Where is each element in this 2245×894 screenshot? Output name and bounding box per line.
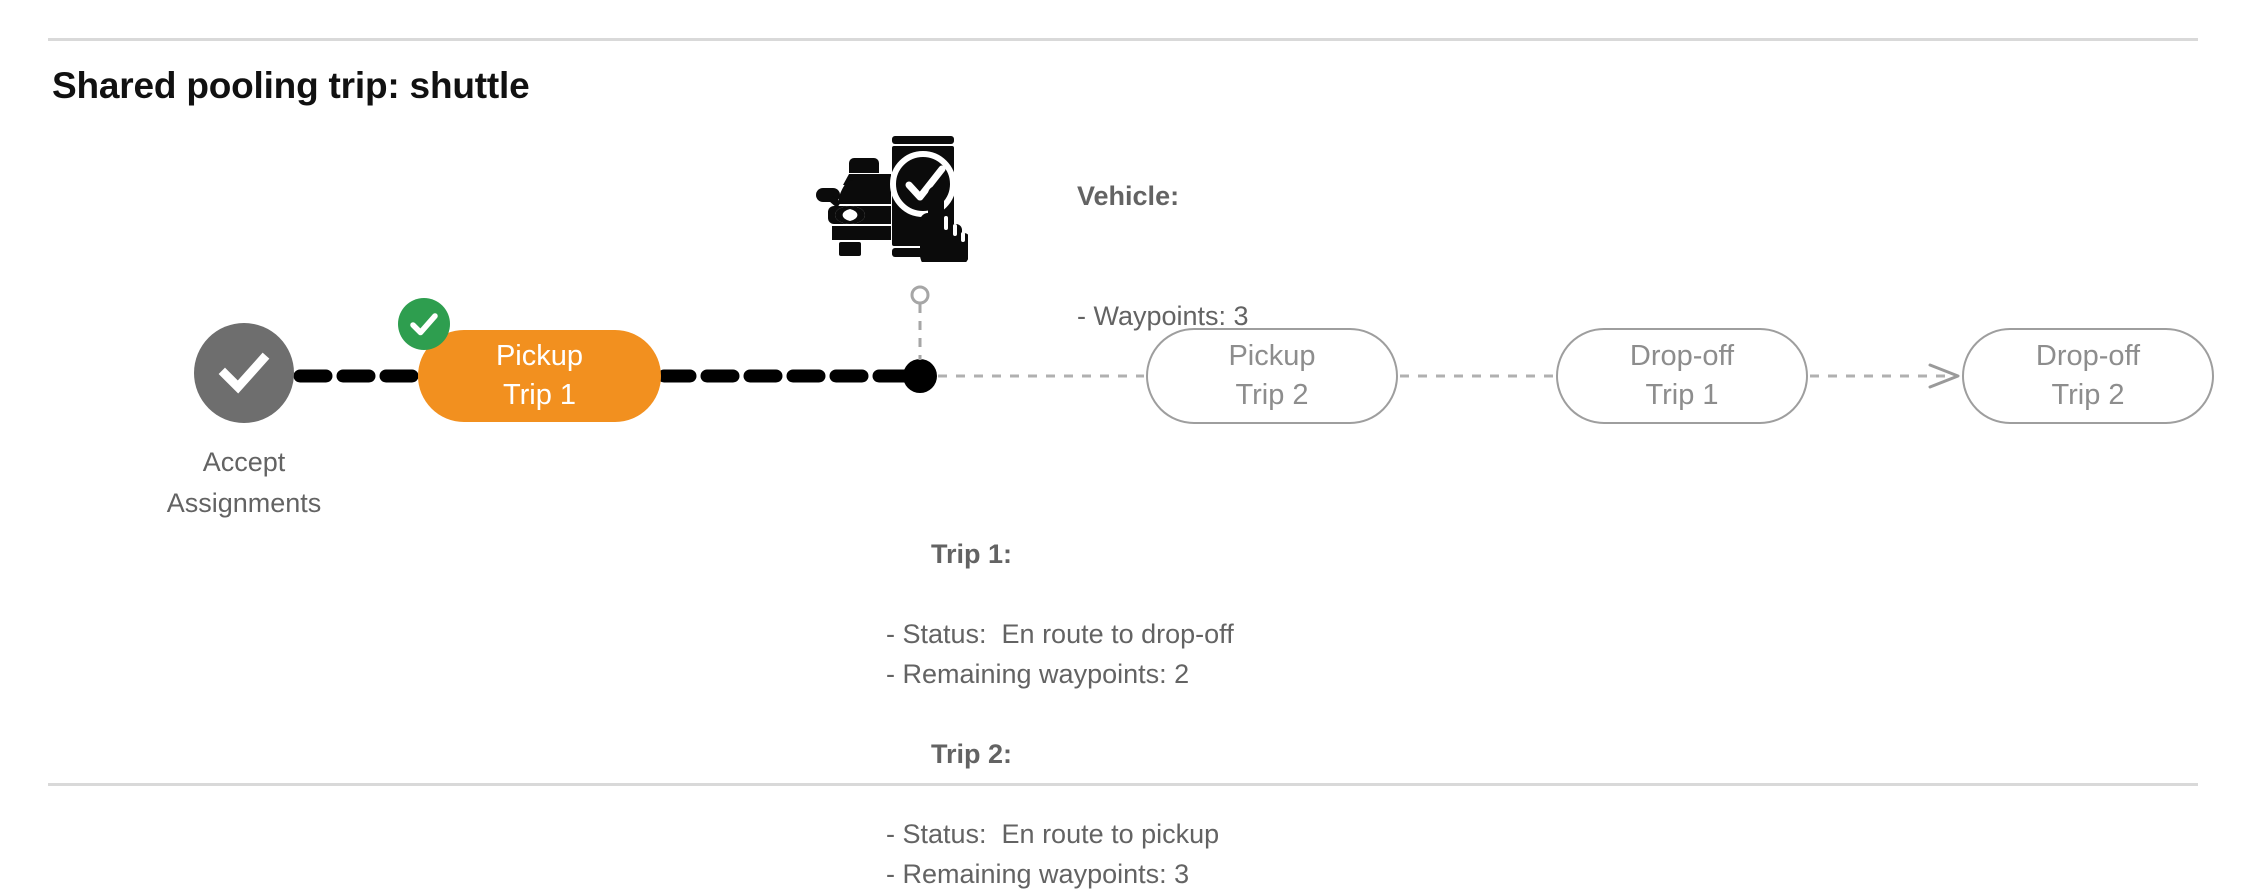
vehicle-leader-endpoint	[910, 285, 930, 305]
callout-trip-1-heading: Trip 1	[931, 539, 1004, 569]
accept-label-line2: Assignments	[166, 488, 322, 518]
green-check-badge-icon	[398, 298, 450, 350]
callout-trip-1-line-2: - Remaining waypoints: 2	[886, 659, 1190, 689]
node-dropoff-trip-1-upcoming[interactable]: Drop-off Trip 1	[1556, 328, 1808, 424]
node-pickup-trip-1-active[interactable]: Pickup Trip 1	[418, 330, 661, 422]
upcoming-node-1-line1: Pickup	[1228, 340, 1316, 372]
slide-canvas: Shared pooling trip: shuttle	[48, 38, 2214, 889]
upcoming-node-3-line1: Drop-off	[2035, 340, 2141, 372]
divider-top	[48, 38, 2198, 41]
callout-trip-2-line-2: - Remaining waypoints: 3	[886, 859, 1190, 889]
callout-vehicle: Vehicle: - Waypoints: 3	[1032, 136, 1249, 376]
node-accept-assignments-label: Accept Assignments	[104, 442, 384, 524]
node-pickup-trip-2-upcoming[interactable]: Pickup Trip 2	[1146, 328, 1398, 424]
callout-trip-2-heading-suffix: :	[1003, 739, 1013, 769]
divider-bottom	[48, 783, 2198, 786]
callout-trip-1-line-1: - Status: En route to drop-off	[886, 619, 1234, 649]
accept-label-line1: Accept	[202, 447, 286, 477]
page-title: Shared pooling trip: shuttle	[52, 65, 530, 106]
upcoming-node-2-line1: Drop-off	[1629, 340, 1735, 372]
upcoming-node-1-line2: Trip 2	[1235, 379, 1309, 411]
callout-trips: Trip 1: - Status: En route to drop-off -…	[886, 494, 1234, 894]
callout-trip-2-heading: Trip 2	[931, 739, 1004, 769]
vehicle-leader-line	[910, 285, 930, 360]
active-node-line2: Trip 1	[502, 379, 577, 411]
current-position-dot	[903, 359, 937, 393]
callout-vehicle-heading: Vehicle	[1077, 181, 1171, 211]
callout-trip-2-line-1: - Status: En route to pickup	[886, 819, 1220, 849]
callout-vehicle-heading-suffix: :	[1170, 181, 1180, 211]
node-accept-assignments[interactable]	[194, 323, 294, 423]
check-circle-icon	[213, 342, 275, 404]
callout-vehicle-line-1: - Waypoints: 3	[1077, 301, 1249, 331]
node-dropoff-trip-2-upcoming[interactable]: Drop-off Trip 2	[1962, 328, 2214, 424]
callout-trip-1-heading-suffix: :	[1003, 539, 1013, 569]
active-node-line1: Pickup	[495, 340, 584, 372]
car-phone-check-icon	[816, 122, 968, 262]
arrowhead-icon	[1928, 363, 1960, 389]
connector-upcoming-3	[1810, 363, 1960, 389]
upcoming-node-2-line2: Trip 1	[1645, 379, 1719, 411]
upcoming-node-3-line2: Trip 2	[2051, 379, 2125, 411]
